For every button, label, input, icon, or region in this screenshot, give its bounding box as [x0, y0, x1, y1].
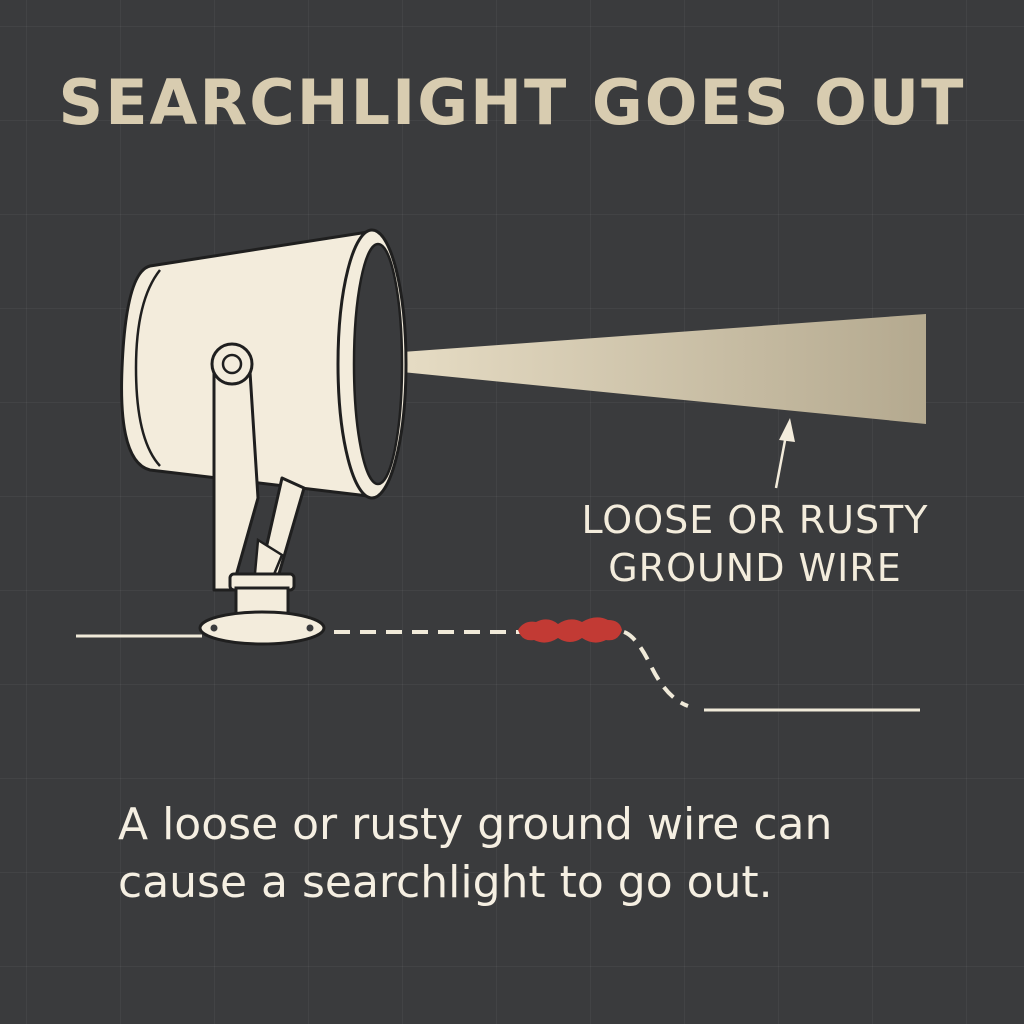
lamp-lens — [352, 242, 404, 486]
ground-wire-drop — [623, 630, 689, 708]
mount-bolt-right — [306, 624, 314, 632]
callout-line-1: LOOSE OR RUSTY — [581, 498, 929, 542]
callout-label: LOOSE OR RUSTY GROUND WIRE — [560, 496, 950, 592]
pivot-bolt — [221, 353, 243, 375]
callout-arrow-head — [779, 418, 795, 442]
caption-line-2: cause a searchlight to go out. — [118, 857, 773, 908]
mount-bolt-left — [210, 624, 218, 632]
caption-line-1: A loose or rusty ground wire can — [118, 799, 833, 850]
mount-base-plate — [198, 610, 326, 646]
lamp-yoke-arm — [212, 370, 260, 592]
light-beam — [402, 314, 926, 424]
diagram-title: SEARCHLIGHT GOES OUT — [58, 66, 966, 139]
caption-text: A loose or rusty ground wire can cause a… — [118, 796, 938, 912]
callout-line-2: GROUND WIRE — [608, 546, 902, 590]
rusty-wire-section — [518, 617, 622, 643]
lamp-back-rim — [134, 269, 161, 467]
